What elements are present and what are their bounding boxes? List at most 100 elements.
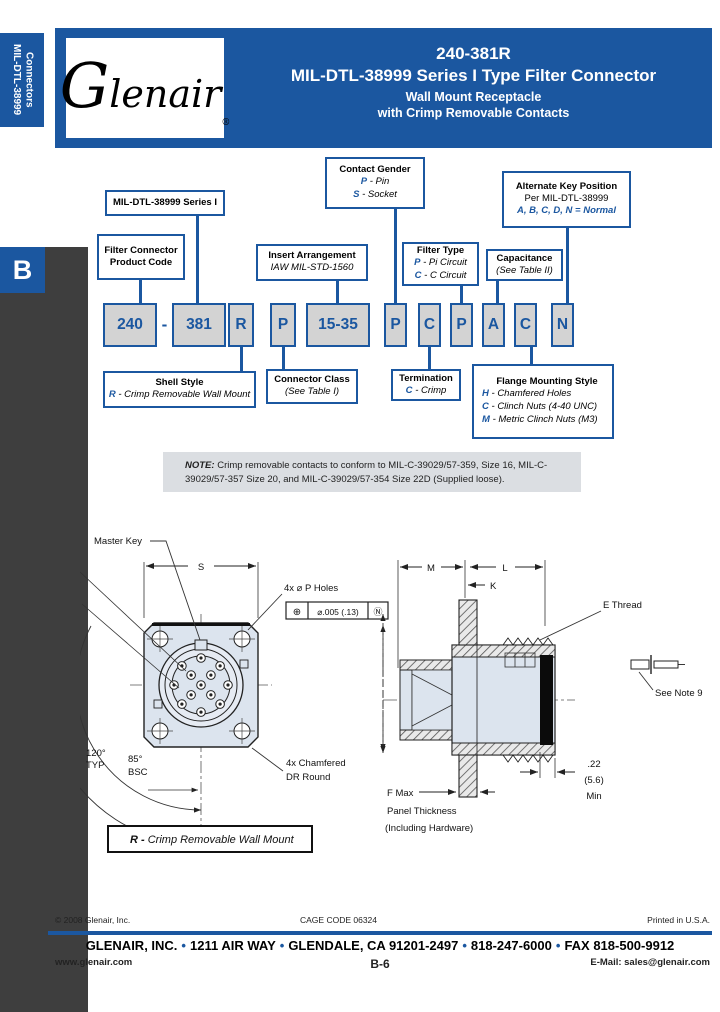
- footer-street: 1211 AIR WAY: [189, 938, 276, 953]
- logo-wordmark: Glenair®: [60, 49, 231, 128]
- angle-85-bsc: BSC: [128, 767, 148, 778]
- section-tab-b: B: [0, 247, 45, 293]
- contact-pins: [169, 653, 233, 717]
- option-desc: - C Circuit: [424, 269, 467, 281]
- logo-letters: lenair: [109, 71, 222, 116]
- callout-title: Capacitance: [496, 252, 553, 264]
- callout-title: Contact Gender: [339, 164, 411, 176]
- callout-termination: Termination C - Crimp: [391, 369, 461, 401]
- connector-line: [530, 347, 533, 364]
- connector-line: [196, 216, 199, 303]
- option-code: R: [108, 389, 116, 401]
- pn-dash: -: [161, 315, 168, 334]
- callout-shell-style: Shell Style R - Crimp Removable Wall Mou…: [103, 371, 256, 408]
- dim-k-label: K: [490, 581, 497, 592]
- callout-title: Alternate Key Position: [515, 180, 618, 192]
- callout-option: P - Pi Circuit: [414, 257, 467, 270]
- panel-thickness-label: Panel Thickness: [387, 806, 457, 817]
- callout-subtitle: IAW MIL-STD-1560: [270, 262, 354, 274]
- body-section: [451, 644, 556, 756]
- footer-copyright: © 2008 Glenair, Inc.: [55, 915, 131, 925]
- callout-option: C - C Circuit: [415, 270, 467, 283]
- connector-line: [496, 281, 499, 303]
- pn-box-capacitance: A: [482, 303, 505, 347]
- sidebar-tab-line1: MIL-DTL-38999: [11, 44, 22, 116]
- header-part-number: 240-381R: [436, 44, 511, 63]
- connector-line: [282, 347, 285, 369]
- option-code: H: [482, 388, 489, 400]
- connector-line: [394, 209, 397, 303]
- logo-inner-panel: Glenair®: [60, 38, 230, 138]
- callout-option: C - Clinch Nuts (4-40 UNC): [482, 401, 597, 414]
- master-key-notch: [194, 639, 208, 651]
- angle-120-typ: TYP: [86, 760, 104, 771]
- callout-subtitle: (See Table I): [284, 386, 340, 398]
- footer-email: E-Mail: sales@glenair.com: [590, 957, 710, 968]
- connector-line: [336, 281, 339, 303]
- front-view-drawing: S: [80, 536, 389, 853]
- option-code: S: [353, 188, 360, 200]
- caption-box: [107, 825, 313, 853]
- footer-company: GLENAIR, INC.: [85, 938, 178, 953]
- option-desc: - Chamfered Holes: [491, 388, 572, 400]
- note-text: Crimp removable contacts to conform to M…: [185, 460, 548, 485]
- option-desc: - Pi Circuit: [423, 257, 467, 269]
- chamfer-label-1: 4x Chamfered: [286, 758, 346, 769]
- footer-website: www.glenair.com: [55, 957, 133, 968]
- callout-line: A, B, C, D, N = Normal: [517, 205, 616, 217]
- callout-connector-class: Connector Class (See Table I): [266, 369, 358, 404]
- dim-s-label: S: [198, 562, 204, 573]
- registered-mark: ®: [221, 117, 231, 128]
- option-desc: - Clinch Nuts (4-40 UNC): [491, 401, 598, 413]
- callout-line: Per MIL-DTL-38999: [524, 192, 609, 204]
- option-code: C: [405, 384, 413, 396]
- callout-title: Shell Style: [155, 377, 204, 389]
- option-desc: - Metric Clinch Nuts (M3): [492, 413, 598, 425]
- option-code: C: [482, 401, 489, 413]
- callout-title: Filter Type: [416, 245, 465, 257]
- side-view-drawing: M L K E Thread: [380, 560, 703, 834]
- including-hardware-label: (Including Hardware): [385, 823, 473, 834]
- dim-m-label: M: [427, 563, 435, 574]
- callout-title: MIL-DTL-38999 Series I: [112, 197, 217, 209]
- section-letter: B: [12, 254, 33, 285]
- caption-text: R - Crimp Removable Wall Mount: [130, 834, 295, 846]
- pn-box-connector-class: P: [270, 303, 296, 347]
- dim-l-label: L: [502, 563, 507, 574]
- callout-series: MIL-DTL-38999 Series I: [105, 190, 225, 216]
- callout-option: C - Crimp: [406, 385, 447, 398]
- pn-box-key-position: N: [551, 303, 574, 347]
- callout-subtitle: (See Table II): [496, 264, 553, 276]
- backshell-top-wall: [399, 659, 453, 671]
- callout-option: R - Crimp Removable Wall Mount: [109, 389, 250, 402]
- header-title-box: 240-381R MIL-DTL-38999 Series I Type Fil…: [235, 28, 712, 148]
- leader-line: [150, 540, 201, 641]
- callout-product-code: Filter Connector Product Code: [97, 234, 185, 280]
- footer-fax: FAX 818-500-9912: [564, 938, 675, 953]
- sidebar-series-tab: MIL-DTL-38999 Connectors: [0, 33, 44, 127]
- bullet-separator: •: [555, 938, 561, 953]
- holes-label: 4x ⌀ P Holes: [284, 583, 338, 594]
- option-code: P: [360, 176, 368, 188]
- connector-line: [240, 347, 243, 371]
- pn-box-termination: C: [418, 303, 441, 347]
- callout-title: Termination: [399, 372, 453, 384]
- connector-line: [139, 280, 142, 303]
- footer-page-number: B-6: [370, 957, 390, 971]
- pn-box-240: 240: [103, 303, 157, 347]
- bullet-separator: •: [462, 938, 467, 953]
- option-desc: - Socket: [362, 188, 397, 200]
- filter-element: [540, 655, 553, 745]
- option-desc: - Crimp: [415, 384, 447, 396]
- caption-desc: Crimp Removable Wall Mount: [145, 834, 295, 846]
- callout-option: S - Socket: [353, 189, 397, 202]
- option-code: P: [414, 257, 421, 269]
- page-edge-band: [0, 247, 88, 1012]
- callout-flange-mounting: Flange Mounting Style H - Chamfered Hole…: [472, 364, 614, 439]
- e-thread-label: E Thread: [603, 600, 642, 611]
- pn-box-shell-style: R: [228, 303, 254, 347]
- option-code: M: [482, 413, 490, 425]
- callout-option: P - Pin: [361, 176, 390, 189]
- page-subtitle-1: Wall Mount Receptacle: [405, 90, 542, 104]
